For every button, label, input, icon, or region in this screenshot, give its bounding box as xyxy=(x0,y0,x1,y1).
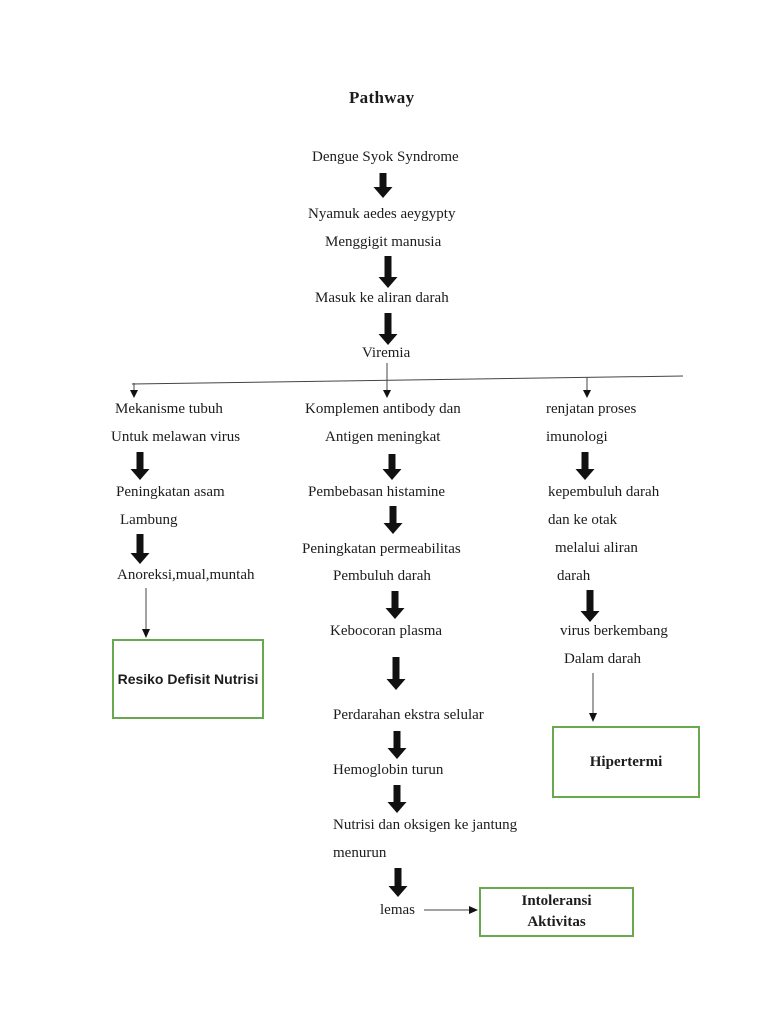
page-title: Pathway xyxy=(349,88,415,107)
down-arrow-icon xyxy=(580,590,600,622)
node-kepembuluh-line1: kepembuluh darah xyxy=(548,484,660,500)
node-nutrisi-line1: Nutrisi dan oksigen ke jantung xyxy=(333,817,518,833)
node-dengue-syok-syndrome: Dengue Syok Syndrome xyxy=(312,149,459,165)
node-menggigit-manusia: Menggigit manusia xyxy=(325,234,442,250)
node-viremia: Viremia xyxy=(362,345,411,361)
outcome-label: Hipertermi xyxy=(589,753,663,770)
node-peningkatan-asam-line2: Lambung xyxy=(120,512,178,528)
node-perdarahan-ekstra-selular: Perdarahan ekstra selular xyxy=(333,707,484,723)
thin-down-arrow-icon xyxy=(142,588,150,638)
node-permeabilitas-line1: Peningkatan permeabilitas xyxy=(302,541,461,557)
thin-right-arrow-icon xyxy=(424,906,478,914)
down-arrow-icon xyxy=(130,452,150,480)
outcome-box-intoleransi-aktivitas: Intoleransi Aktivitas xyxy=(479,887,634,937)
down-arrow-icon xyxy=(130,534,150,564)
outcome-box-resiko-defisit-nutrisi: Resiko Defisit Nutrisi xyxy=(112,639,264,719)
branch-split-line xyxy=(130,363,684,398)
node-kepembuluh-line3: melalui aliran xyxy=(555,540,638,556)
thin-down-arrow-icon xyxy=(589,673,597,722)
node-renjatan-line2: imunologi xyxy=(546,429,608,445)
outcome-label-line2: Aktivitas xyxy=(527,914,586,930)
down-arrow-icon xyxy=(386,657,406,690)
node-masuk-ke-aliran-darah: Masuk ke aliran darah xyxy=(315,290,449,306)
down-arrow-icon xyxy=(575,452,595,480)
node-komplemen-line1: Komplemen antibody dan xyxy=(305,401,461,417)
down-arrow-icon xyxy=(383,506,403,534)
node-renjatan-line1: renjatan proses xyxy=(546,401,637,417)
node-kebocoran-plasma: Kebocoran plasma xyxy=(330,623,443,639)
node-permeabilitas-line2: Pembuluh darah xyxy=(333,568,431,584)
outcome-label-line1: Intoleransi xyxy=(521,893,592,909)
outcome-label: Resiko Defisit Nutrisi xyxy=(117,671,259,687)
down-arrow-icon xyxy=(378,256,398,288)
node-anoreksi-mual-muntah: Anoreksi,mual,muntah xyxy=(117,567,255,583)
node-peningkatan-asam-line1: Peningkatan asam xyxy=(116,484,225,500)
node-nutrisi-line2: menurun xyxy=(333,845,387,861)
down-arrow-icon xyxy=(387,785,407,813)
down-arrow-icon xyxy=(388,868,408,897)
outcome-box-hipertermi: Hipertermi xyxy=(552,726,700,798)
outcome-label: Intoleransi Aktivitas xyxy=(521,891,591,933)
down-arrow-icon xyxy=(382,454,402,480)
node-mekanisme-tubuh-line2: Untuk melawan virus xyxy=(111,429,241,445)
down-arrow-icon xyxy=(373,173,393,198)
node-hemoglobin-turun: Hemoglobin turun xyxy=(333,762,444,778)
node-nyamuk-aedes: Nyamuk aedes aeygypty xyxy=(308,206,456,222)
node-virus-berkembang-line2: Dalam darah xyxy=(564,651,642,667)
node-virus-berkembang-line1: virus berkembang xyxy=(560,623,668,639)
down-arrow-icon xyxy=(387,731,407,759)
down-arrow-icon xyxy=(378,313,398,345)
node-pembebasan-histamine: Pembebasan histamine xyxy=(308,484,446,500)
node-mekanisme-tubuh-line1: Mekanisme tubuh xyxy=(115,401,223,417)
node-kepembuluh-line2: dan ke otak xyxy=(548,512,618,528)
node-kepembuluh-line4: darah xyxy=(557,568,591,584)
down-arrow-icon xyxy=(385,591,405,619)
node-lemas: lemas xyxy=(380,902,415,918)
node-komplemen-line2: Antigen meningkat xyxy=(325,429,441,445)
